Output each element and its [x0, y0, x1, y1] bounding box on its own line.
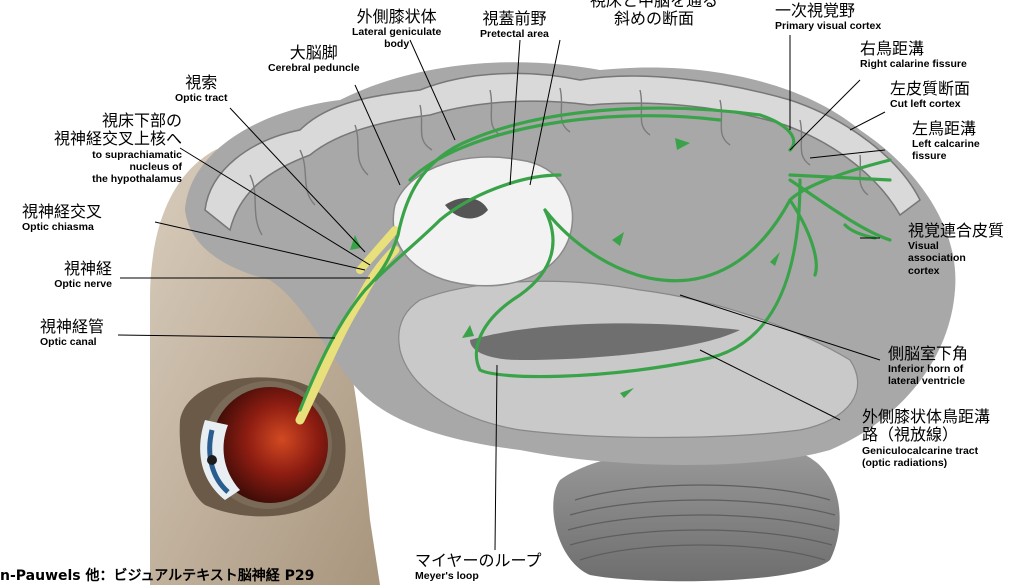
- pretectal-en: Pretectal area: [480, 28, 549, 40]
- visual-association-en-line3: cortex: [908, 265, 1004, 277]
- primary-visual-en: Primary visual cortex: [775, 20, 881, 32]
- optic-nerve-ja: 視神経: [20, 260, 112, 278]
- hypothalamus-en-line2: nucleus of: [20, 161, 182, 173]
- optic-tract-label: 視索 Optic tract: [175, 74, 228, 104]
- hypothalamus-ja-line1: 視床下部の: [20, 112, 182, 130]
- hypothalamus-en-line1: to suprachiamatic: [20, 149, 182, 161]
- optic-canal-en: Optic canal: [40, 336, 104, 348]
- lgn-en-line1: Lateral geniculate: [352, 26, 441, 38]
- hypothalamus-label: 視床下部の 視神経交叉上核へ to suprachiamatic nucleus…: [20, 112, 182, 185]
- cerebellum: [553, 446, 839, 581]
- visual-association-en-line2: association: [908, 252, 1004, 264]
- optic-tract-en: Optic tract: [175, 92, 228, 104]
- lgn-en-line2: body: [352, 38, 441, 50]
- left-calcarine-en-line1: Left calcarine: [912, 138, 980, 150]
- meyers-loop-ja: マイヤーのループ: [415, 552, 542, 570]
- pretectal-ja: 視蓋前野: [480, 10, 549, 28]
- optic-chiasma-label: 視神経交叉 Optic chiasma: [22, 203, 102, 233]
- right-calcarine-en: Right calarine fissure: [860, 58, 967, 70]
- right-calcarine-ja: 右鳥距溝: [860, 40, 967, 58]
- optic-tract-ja: 視索: [175, 74, 228, 92]
- source-caption: n-Pauwels 他：ビジュアルテキスト脳神経 P29: [0, 565, 314, 585]
- oblique-section-label: 視床と中脳を通る 斜めの断面: [590, 0, 718, 29]
- optic-chiasma-ja: 視神経交叉: [22, 203, 102, 221]
- geniculocalcarine-label: 外側膝状体鳥距溝 路（視放線） Geniculocalcarine tract …: [862, 408, 990, 469]
- optic-nerve-en: Optic nerve: [20, 278, 112, 290]
- geniculocalcarine-en-line1: Geniculocalcarine tract: [862, 445, 990, 457]
- visual-association-ja: 視覚連合皮質: [908, 222, 1004, 240]
- cut-left-cortex-en: Cut left cortex: [890, 98, 970, 110]
- meyers-loop-en: Meyer's loop: [415, 570, 542, 582]
- left-calcarine-en-line2: fissure: [912, 150, 980, 162]
- inferior-horn-en-line2: lateral ventricle: [888, 375, 968, 387]
- cut-left-cortex-label: 左皮質断面 Cut left cortex: [890, 80, 970, 110]
- meyers-loop-label: マイヤーのループ Meyer's loop: [415, 552, 542, 582]
- cut-left-cortex-ja: 左皮質断面: [890, 80, 970, 98]
- left-calcarine-ja: 左鳥距溝: [912, 120, 980, 138]
- geniculocalcarine-ja-line1: 外側膝状体鳥距溝: [862, 408, 990, 426]
- inferior-horn-label: 側脳室下角 Inferior horn of lateral ventricle: [888, 345, 968, 388]
- geniculocalcarine-ja-line2: 路（視放線）: [862, 426, 990, 444]
- right-calcarine-label: 右鳥距溝 Right calarine fissure: [860, 40, 967, 70]
- lgn-ja: 外側膝状体: [352, 8, 441, 26]
- inferior-horn-ja: 側脳室下角: [888, 345, 968, 363]
- optic-nerve-label: 視神経 Optic nerve: [20, 260, 112, 290]
- oblique-section-ja-line2: 斜めの断面: [590, 10, 718, 28]
- cerebral-peduncle-ja: 大脳脚: [268, 44, 360, 62]
- visual-association-en-line1: Visual: [908, 240, 1004, 252]
- hypothalamus-en-line3: the hypothalamus: [20, 173, 182, 185]
- cerebral-peduncle-label: 大脳脚 Cerebral peduncle: [268, 44, 360, 74]
- optic-chiasma-en: Optic chiasma: [22, 221, 102, 233]
- geniculocalcarine-en-line2: (optic radiations): [862, 457, 990, 469]
- primary-visual-ja: 一次視覚野: [775, 2, 881, 20]
- lgn-label: 外側膝状体 Lateral geniculate body: [352, 8, 441, 51]
- left-calcarine-label: 左鳥距溝 Left calcarine fissure: [912, 120, 980, 163]
- pretectal-label: 視蓋前野 Pretectal area: [480, 10, 549, 40]
- optic-canal-label: 視神経管 Optic canal: [40, 318, 104, 348]
- cerebral-peduncle-en: Cerebral peduncle: [268, 62, 360, 74]
- optic-canal-ja: 視神経管: [40, 318, 104, 336]
- visual-association-label: 視覚連合皮質 Visual association cortex: [908, 222, 1004, 277]
- primary-visual-cortex-label: 一次視覚野 Primary visual cortex: [775, 2, 881, 32]
- hypothalamus-ja-line2: 視神経交叉上核へ: [20, 130, 182, 148]
- inferior-horn-en-line1: Inferior horn of: [888, 363, 968, 375]
